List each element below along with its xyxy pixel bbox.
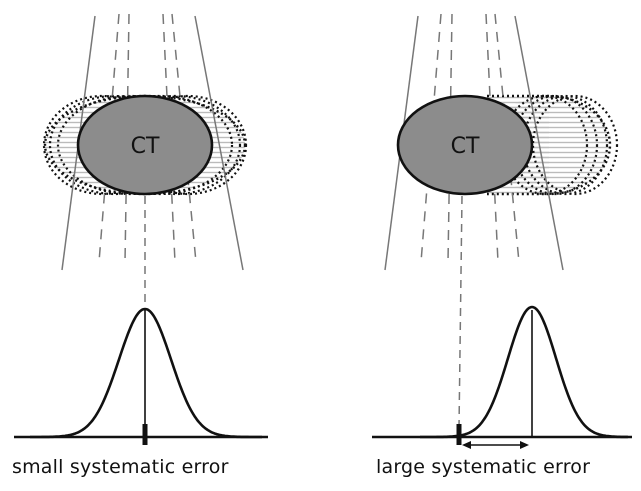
left-ct-label: CT [131,134,160,159]
left-ct-oval [76,94,214,196]
left-panel: CT [14,13,268,445]
right-panel: CT [372,13,632,449]
right-center-line [458,195,463,429]
left-target-marker [142,424,148,445]
left-beam-edge-right [194,15,244,271]
left-distribution-curve [30,307,262,439]
right-ct-oval [396,94,534,196]
right-distribution-curve [420,305,629,439]
caption-large-systematic-error: large systematic error [376,456,591,478]
right-target-marker [456,424,462,445]
systematic-shift-arrow [462,441,529,449]
caption-small-systematic-error: small systematic error [12,456,229,478]
right-ct-label: CT [451,134,480,159]
right-beam-edge-right [514,15,564,271]
